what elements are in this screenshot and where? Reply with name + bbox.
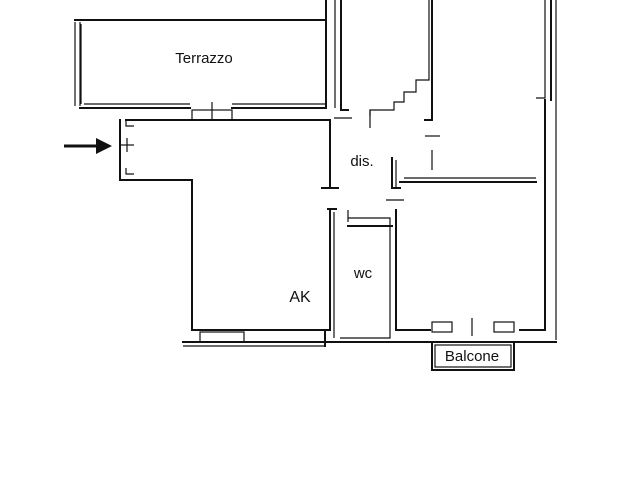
balcone-walls [431, 318, 557, 371]
room-label-wc: wc [353, 265, 373, 282]
room-label-dis: dis. [350, 153, 373, 170]
room-label-terrazzo: Terrazzo [175, 50, 233, 67]
room-label-ak: AK [289, 289, 311, 306]
upper-right-walls [334, 0, 557, 340]
room-label-balcone: Balcone [445, 348, 499, 365]
arrow-right-icon [64, 138, 112, 154]
dis-wc-walls [321, 110, 537, 339]
ak-walls [119, 119, 431, 347]
